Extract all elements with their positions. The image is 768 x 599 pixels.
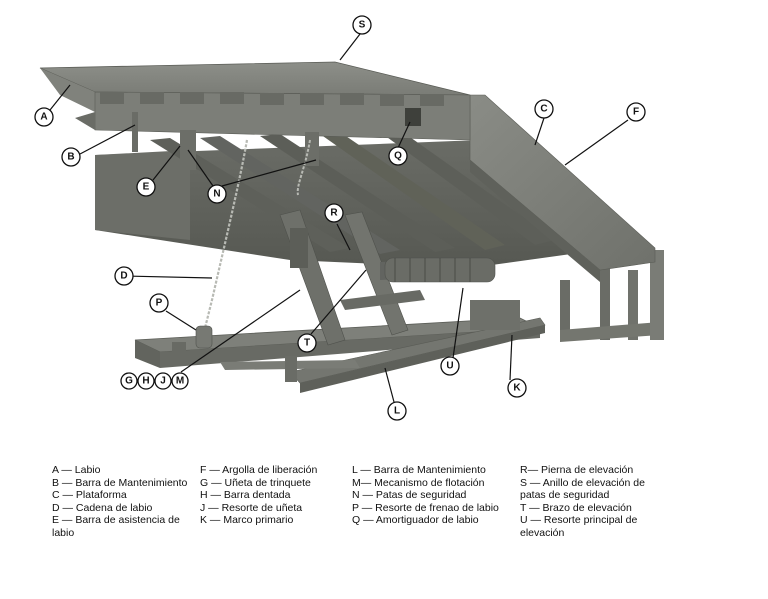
svg-text:M: M bbox=[176, 376, 184, 387]
legend-entry-f: F — Argolla de liberación bbox=[200, 464, 318, 476]
callout-e: E bbox=[136, 177, 156, 197]
legend-column-1: A — Labio B — Barra de Mantenimiento C —… bbox=[52, 464, 192, 540]
callout-p: P bbox=[149, 293, 169, 313]
callout-d: D bbox=[114, 266, 134, 286]
svg-text:F: F bbox=[633, 107, 639, 118]
legend-entry-j: J — Resorte de uñeta bbox=[200, 501, 303, 514]
svg-text:P: P bbox=[156, 298, 163, 309]
legend-entry-l: L — Barra de Mantenimiento bbox=[352, 464, 486, 476]
legend-entry-s: S — Anillo de elevación de patas de segu… bbox=[520, 476, 645, 502]
legend-entry-n: N — Patas de seguridad bbox=[352, 489, 467, 502]
legend-entry-c: C — Plataforma bbox=[52, 489, 127, 502]
callout-n: N bbox=[207, 184, 227, 204]
legend-entry-k: K — Marco primario bbox=[200, 514, 294, 527]
svg-text:K: K bbox=[513, 383, 521, 394]
callout-m: M bbox=[171, 372, 189, 390]
legend-column-3: L — Barra de Mantenimiento M— Mecanismo … bbox=[352, 464, 512, 527]
callout-l: L bbox=[387, 401, 407, 421]
legend-entry-q: Q — Amortiguador de labio bbox=[352, 514, 479, 527]
svg-text:B: B bbox=[67, 152, 74, 163]
legend-entry-b: B — Barra de Mantenimiento bbox=[52, 476, 188, 489]
parts-legend: A — Labio B — Barra de Mantenimiento C —… bbox=[0, 464, 768, 594]
callout-u: U bbox=[440, 356, 460, 376]
legend-entry-e: E — Barra de asistencia de labio bbox=[52, 514, 180, 539]
svg-text:N: N bbox=[213, 189, 220, 200]
leader-lines bbox=[49, 33, 629, 403]
svg-text:A: A bbox=[40, 112, 47, 123]
main-lift-spring bbox=[384, 257, 496, 283]
svg-text:R: R bbox=[330, 208, 338, 219]
platform-side bbox=[469, 94, 656, 282]
svg-text:U: U bbox=[446, 361, 453, 372]
callout-b: B bbox=[61, 147, 81, 167]
legend-entry-t: T — Brazo de elevación bbox=[520, 501, 632, 514]
svg-text:C: C bbox=[540, 104, 547, 115]
svg-text:Q: Q bbox=[394, 151, 402, 162]
svg-text:D: D bbox=[120, 271, 127, 282]
svg-text:L: L bbox=[394, 406, 400, 417]
callout-r: R bbox=[324, 203, 344, 223]
svg-text:H: H bbox=[142, 376, 149, 387]
platform-deck bbox=[39, 61, 471, 96]
svg-text:E: E bbox=[143, 182, 150, 193]
callout-t: T bbox=[297, 333, 317, 353]
legend-entry-d: D — Cadena de labio bbox=[52, 501, 153, 514]
callout-c: C bbox=[534, 99, 554, 119]
legend-entry-a: A — Labio bbox=[52, 464, 101, 476]
legend-column-4: R— Pierna de elevación S — Anillo de ele… bbox=[520, 464, 665, 540]
dock-leveler-diagram: A B C D E F G H J M K L N P Q R S T U bbox=[34, 15, 664, 421]
legend-entry-p: P — Resorte de frenao de labio bbox=[352, 501, 499, 514]
callout-s: S bbox=[352, 15, 372, 35]
svg-text:S: S bbox=[359, 20, 366, 31]
hinge-knuckles bbox=[100, 92, 444, 126]
legend-entry-g: G — Uñeta de trinquete bbox=[200, 476, 311, 489]
legend-entry-u: U — Resorte principal de elevación bbox=[520, 514, 638, 539]
callout-g: G bbox=[120, 372, 138, 390]
base-frame bbox=[134, 250, 664, 393]
legend-entry-r: R— Pierna de elevación bbox=[520, 464, 634, 476]
callout-f: F bbox=[626, 102, 646, 122]
svg-text:T: T bbox=[304, 338, 310, 349]
callout-j: J bbox=[154, 372, 172, 390]
lip-brake-spring bbox=[195, 325, 213, 349]
svg-text:G: G bbox=[125, 376, 133, 387]
callout-k: K bbox=[507, 378, 527, 398]
callout-a: A bbox=[34, 107, 54, 127]
legend-entry-h: H — Barra dentada bbox=[200, 489, 291, 502]
lip-chain bbox=[203, 139, 311, 329]
callout-q: Q bbox=[388, 146, 408, 166]
legend-column-2: F — Argolla de liberación G — Uñeta de t… bbox=[200, 464, 340, 527]
svg-text:J: J bbox=[160, 376, 166, 387]
legend-entry-m: M— Mecanismo de flotación bbox=[352, 476, 485, 489]
callout-h: H bbox=[137, 372, 155, 390]
